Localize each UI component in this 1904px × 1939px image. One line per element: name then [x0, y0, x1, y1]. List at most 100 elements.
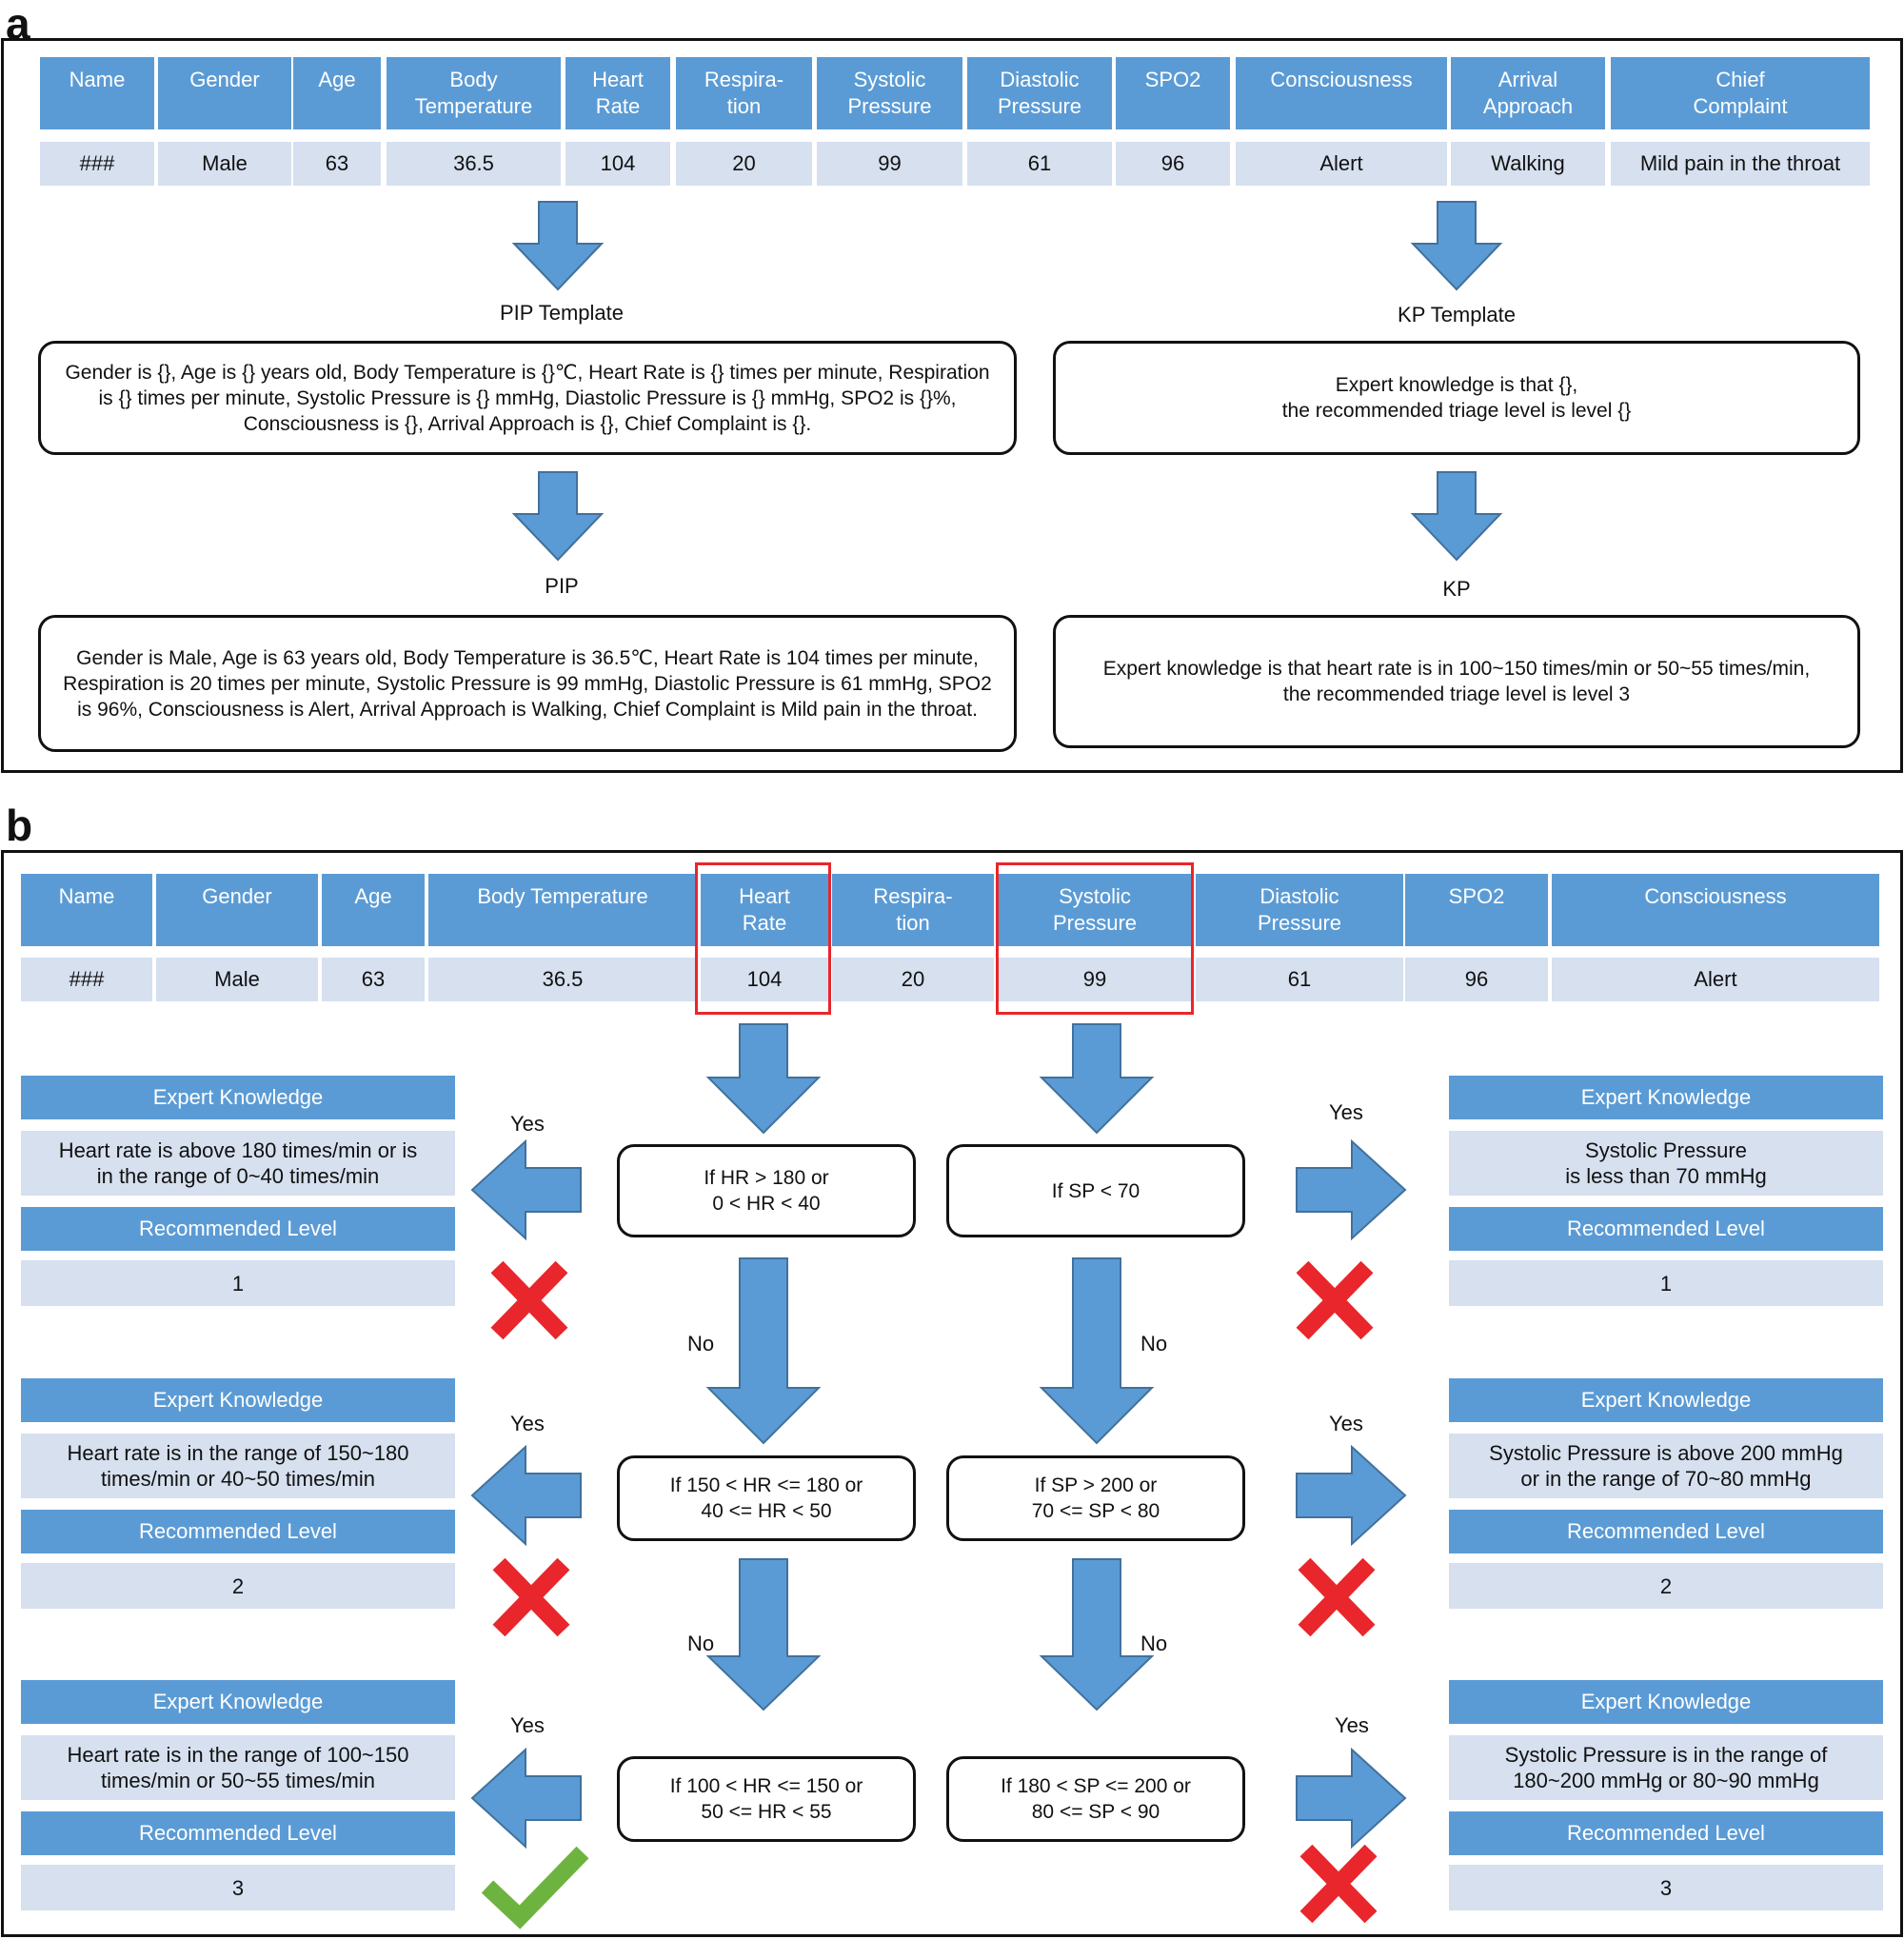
expert-knowledge-text-left-2: Heart rate is in the range of 150~180 ti… — [21, 1434, 455, 1498]
expert-knowledge-text-right-2: Systolic Pressure is above 200 mmHg or i… — [1449, 1434, 1883, 1498]
expert-knowledge-text-right-1: Systolic Pressure is less than 70 mmHg — [1449, 1131, 1883, 1196]
cross-icon — [1299, 1844, 1378, 1924]
table-b-value-cell: 20 — [832, 958, 994, 1001]
table-b-value-cell: 61 — [1196, 958, 1403, 1001]
table-a-header-cell: Age — [293, 57, 381, 129]
table-b-value-cell: 96 — [1405, 958, 1548, 1001]
table-a-header-cell: Arrival Approach — [1451, 57, 1605, 129]
kp-box: Expert knowledge is that heart rate is i… — [1053, 615, 1860, 748]
kp-template-label: KP Template — [1398, 303, 1516, 326]
panel-b-label: b — [6, 801, 33, 850]
sp-condition-1: If SP < 70 — [946, 1144, 1245, 1237]
cross-icon — [1296, 1260, 1374, 1340]
cross-icon — [490, 1260, 568, 1340]
left-arrow-yes-1 — [470, 1138, 582, 1241]
pip-text: Gender is Male, Age is 63 years old, Bod… — [63, 646, 992, 721]
right-arrow-yes-3 — [1296, 1747, 1407, 1850]
pip-box: Gender is Male, Age is 63 years old, Bod… — [38, 615, 1017, 752]
down-arrow-pip-template — [511, 201, 605, 291]
recommended-level-header-right-3: Recommended Level — [1449, 1811, 1883, 1855]
table-a-header-cell: Diastolic Pressure — [967, 57, 1112, 129]
table-a-value-cell: 20 — [676, 142, 812, 186]
table-b-value-cell: 36.5 — [428, 958, 697, 1001]
panel-a-frame — [1, 38, 1903, 773]
recommended-level-header-right-1: Recommended Level — [1449, 1207, 1883, 1251]
table-b-header-cell: Heart Rate — [701, 874, 828, 946]
table-b-header-cell: Diastolic Pressure — [1196, 874, 1403, 946]
hr-condition-3: If 100 < HR <= 150 or 50 <= HR < 55 — [617, 1756, 916, 1842]
table-a-header-cell: Respira- tion — [676, 57, 812, 129]
table-a-header-cell: Name — [40, 57, 154, 129]
table-a-value-cell: 63 — [293, 142, 381, 186]
expert-knowledge-header-left-3: Expert Knowledge — [21, 1680, 455, 1724]
pip-template-label: PIP Template — [499, 301, 625, 325]
table-b-value-cell: 104 — [701, 958, 828, 1001]
table-a-header-cell: Chief Complaint — [1611, 57, 1870, 129]
left-arrow-yes-2 — [470, 1444, 582, 1547]
expert-knowledge-header-right-3: Expert Knowledge — [1449, 1680, 1883, 1724]
down-arrow-sp-3 — [1039, 1558, 1155, 1711]
recommended-level-value-right-1: 1 — [1449, 1260, 1883, 1306]
systolic-pressure-highlight — [996, 862, 1194, 1015]
yes-label-right-1: Yes — [1329, 1100, 1363, 1124]
pip-label: PIP — [545, 574, 579, 598]
table-a-value-cell: Alert — [1236, 142, 1447, 186]
cross-icon — [492, 1557, 570, 1637]
table-b-header-cell: Body Temperature — [428, 874, 697, 946]
table-b-value-cell: Male — [156, 958, 318, 1001]
table-a-value-cell: Walking — [1451, 142, 1605, 186]
recommended-level-header-left-3: Recommended Level — [21, 1811, 455, 1855]
expert-knowledge-header-left-1: Expert Knowledge — [21, 1076, 455, 1119]
kp-label: KP — [1442, 577, 1471, 601]
recommended-level-header-right-2: Recommended Level — [1449, 1510, 1883, 1553]
table-a-value-cell: 61 — [967, 142, 1112, 186]
table-a-header-cell: Systolic Pressure — [817, 57, 962, 129]
table-a-value-cell: 104 — [565, 142, 670, 186]
yes-label-left-2: Yes — [510, 1412, 545, 1435]
down-arrow-hr-3 — [705, 1558, 822, 1711]
cross-icon — [1298, 1557, 1376, 1637]
left-arrow-yes-3 — [470, 1747, 582, 1850]
expert-knowledge-text-left-3: Heart rate is in the range of 100~150 ti… — [21, 1735, 455, 1800]
kp-template-text: Expert knowledge is that {}, the recomme… — [1281, 374, 1632, 422]
table-b-header-cell: Name — [21, 874, 152, 946]
expert-knowledge-header-right-1: Expert Knowledge — [1449, 1076, 1883, 1119]
no-label-sp-2: No — [1140, 1632, 1168, 1655]
expert-knowledge-header-left-2: Expert Knowledge — [21, 1378, 455, 1422]
table-b-value-cell: Alert — [1552, 958, 1879, 1001]
down-arrow-pip — [511, 471, 605, 562]
hr-condition-1-text: If HR > 180 or 0 < HR < 40 — [704, 1167, 829, 1215]
sp-condition-3: If 180 < SP <= 200 or 80 <= SP < 90 — [946, 1756, 1245, 1842]
down-arrow-kp — [1410, 471, 1503, 562]
recommended-level-header-left-1: Recommended Level — [21, 1207, 455, 1251]
right-arrow-yes-2 — [1296, 1444, 1407, 1547]
table-a-header-cell: Body Temperature — [387, 57, 561, 129]
recommended-level-value-left-2: 2 — [21, 1563, 455, 1609]
down-arrow-hr-2 — [705, 1257, 822, 1445]
table-b-value-cell: 99 — [998, 958, 1192, 1001]
recommended-level-header-left-2: Recommended Level — [21, 1510, 455, 1553]
yes-label-right-2: Yes — [1329, 1412, 1363, 1435]
sp-condition-2-text: If SP > 200 or 70 <= SP < 80 — [1031, 1474, 1160, 1522]
expert-knowledge-text-left-1: Heart rate is above 180 times/min or is … — [21, 1131, 455, 1196]
table-a-value-cell: 99 — [817, 142, 962, 186]
table-a-value-cell: 96 — [1116, 142, 1230, 186]
sp-condition-3-text: If 180 < SP <= 200 or 80 <= SP < 90 — [1001, 1775, 1191, 1823]
recommended-level-value-right-3: 3 — [1449, 1865, 1883, 1910]
down-arrow-hr-1 — [705, 1023, 822, 1135]
yes-label-right-3: Yes — [1335, 1713, 1369, 1737]
table-a-value-cell: Mild pain in the throat — [1611, 142, 1870, 186]
sp-condition-2: If SP > 200 or 70 <= SP < 80 — [946, 1455, 1245, 1541]
down-arrow-sp-1 — [1039, 1023, 1155, 1135]
no-label-sp-1: No — [1140, 1332, 1168, 1355]
recommended-level-value-left-1: 1 — [21, 1260, 455, 1306]
table-b-value-cell: ### — [21, 958, 152, 1001]
table-a-value-cell: Male — [158, 142, 291, 186]
recommended-level-value-right-2: 2 — [1449, 1563, 1883, 1609]
yes-label-left-3: Yes — [510, 1713, 545, 1737]
pip-template-text: Gender is {}, Age is {} years old, Body … — [65, 361, 990, 435]
table-b-header-cell: Systolic Pressure — [998, 874, 1192, 946]
table-a-value-cell: 36.5 — [387, 142, 561, 186]
table-a-header-cell: SPO2 — [1116, 57, 1230, 129]
recommended-level-value-left-3: 3 — [21, 1865, 455, 1910]
